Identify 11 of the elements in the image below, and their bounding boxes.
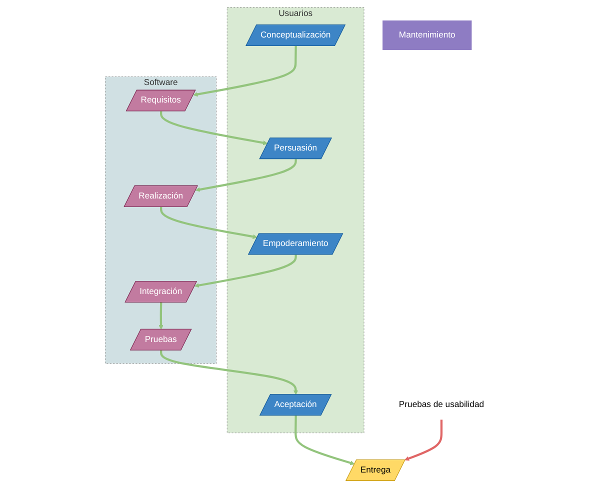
arrow xyxy=(404,418,442,460)
arrow xyxy=(195,158,297,192)
arrow xyxy=(160,206,258,238)
node-box: Mantenimiento xyxy=(382,20,472,50)
arrow xyxy=(160,350,298,394)
arrow xyxy=(160,110,268,145)
arrow xyxy=(194,254,297,288)
arrow xyxy=(158,302,164,330)
arrow xyxy=(294,415,355,465)
arrow xyxy=(192,45,297,96)
node-text: Pruebas de usabilidad xyxy=(398,400,484,409)
